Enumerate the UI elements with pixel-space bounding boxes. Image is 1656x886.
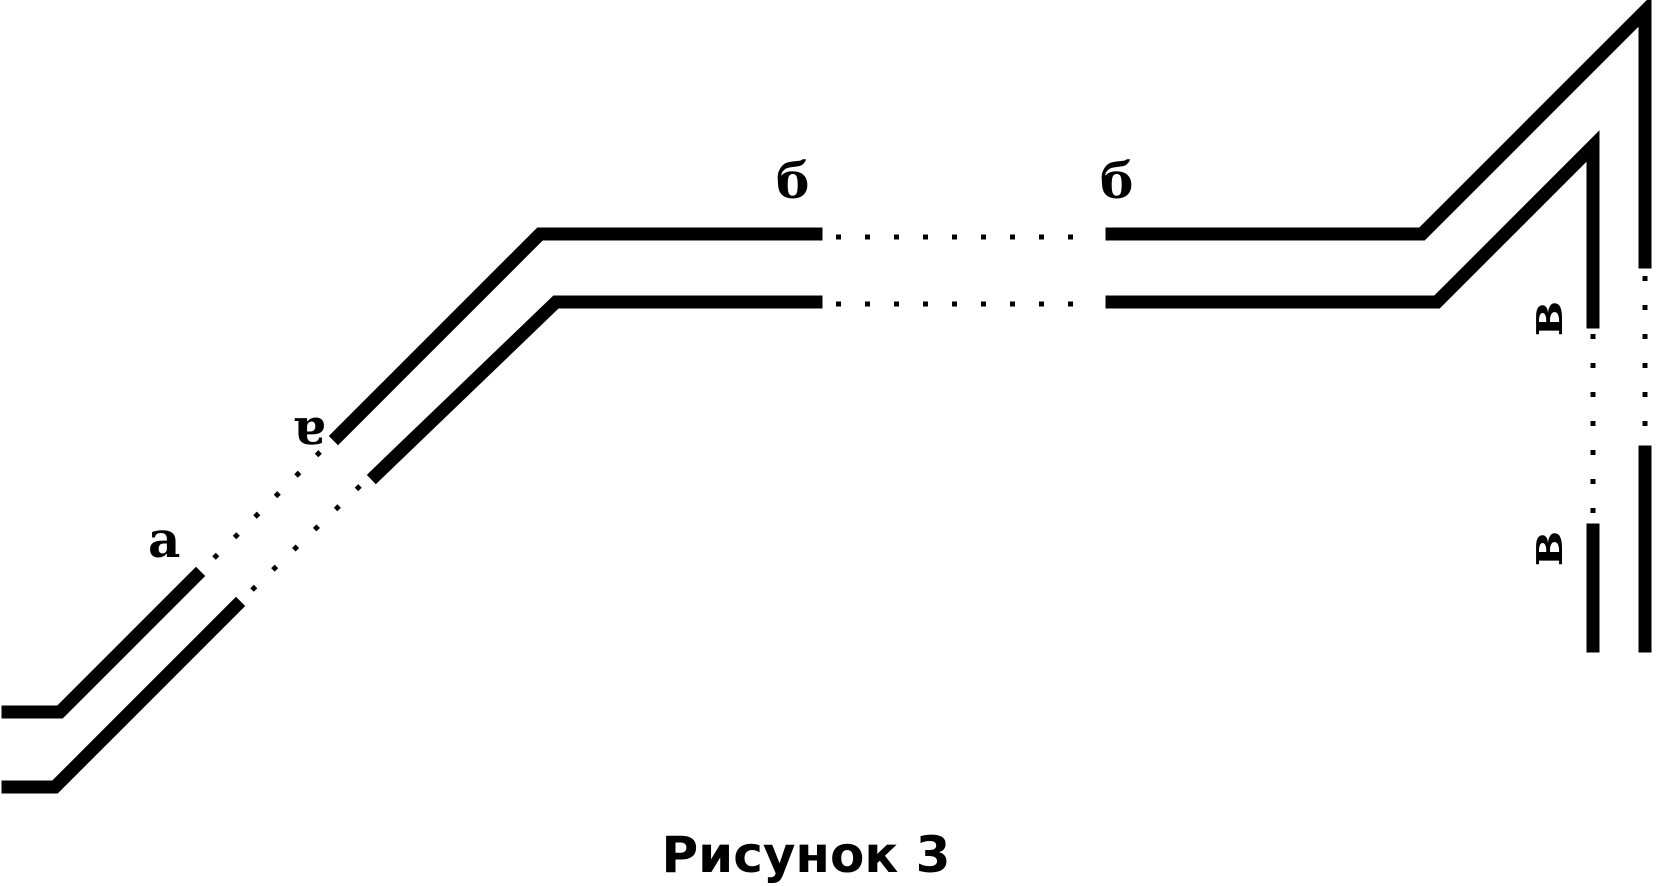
- dotted-gaps: [212, 234, 1648, 592]
- inner-wall: [1, 130, 1600, 794]
- inner-wall-right-segment: [1105, 130, 1600, 329]
- label-a-upper-mark: а: [294, 406, 326, 465]
- label-b-right: б: [1100, 151, 1133, 210]
- outer-wall: [1, 0, 1652, 719]
- section-labels: а б б в в: [148, 151, 1574, 569]
- label-b-left: б: [776, 151, 809, 210]
- figure-caption: Рисунок 3: [662, 826, 951, 884]
- outer-wall-right-segment: [1105, 0, 1652, 269]
- inner-wall-left-segment: [1, 596, 246, 794]
- label-a-upper: а: [294, 406, 326, 465]
- label-v-upper: в: [1515, 301, 1574, 336]
- label-a-lower: а: [148, 510, 180, 569]
- inner-wall-middle-segment: [366, 295, 823, 485]
- outer-wall-left-segment: [1, 566, 206, 719]
- outer-wall-middle-segment: [328, 227, 823, 446]
- gap-a-inner: [250, 482, 364, 592]
- label-v-lower: в: [1515, 531, 1574, 566]
